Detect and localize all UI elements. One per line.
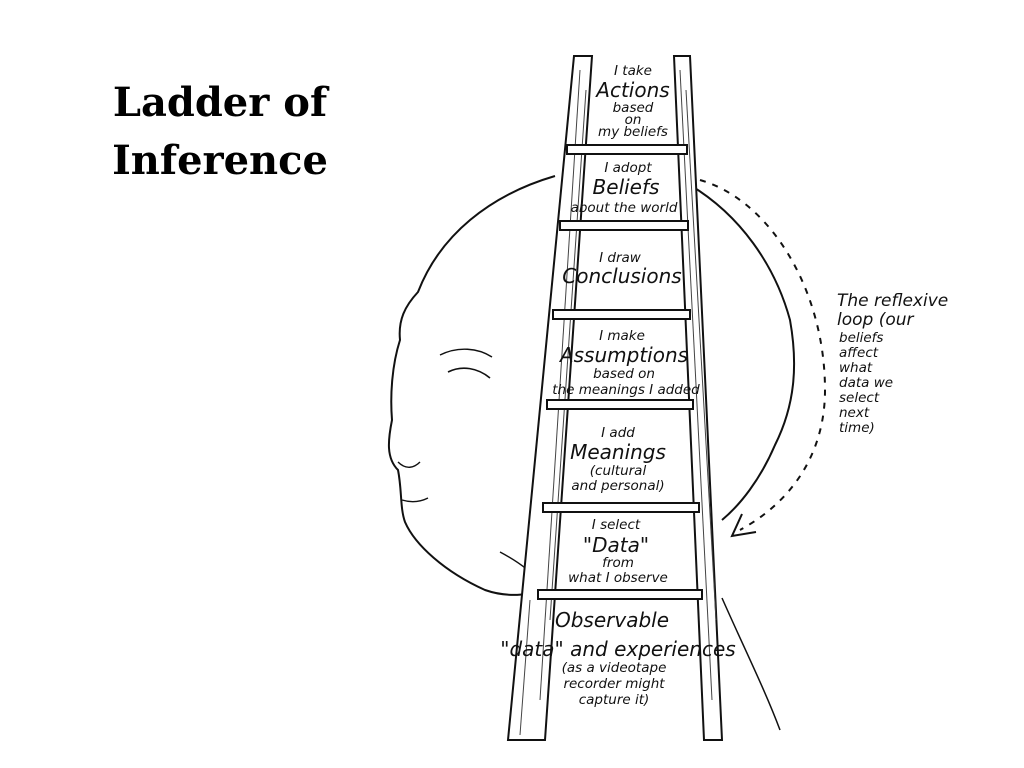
loop-line-7: select xyxy=(839,390,880,406)
rung-beliefs-line-1: I adopt xyxy=(604,160,652,176)
rung-meanings-line-4: and personal) xyxy=(571,478,664,494)
rung-meanings-line-2: Meanings xyxy=(570,440,666,464)
rung-actions-line-3: based xyxy=(613,100,654,116)
loop-line-8: next xyxy=(839,405,870,421)
head-crown xyxy=(689,184,796,521)
mouth-mark xyxy=(401,497,429,503)
rung-conclusions: I draw Conclusions xyxy=(562,250,681,288)
loop-line-6: data we xyxy=(839,375,893,391)
loop-line-2: loop (our xyxy=(837,310,915,330)
rung-data-line-3: from xyxy=(602,555,634,571)
rung-assumptions-line-4: the meanings I added xyxy=(552,382,700,398)
nostril-mark xyxy=(397,461,421,468)
loop-line-9: time) xyxy=(839,420,875,436)
loop-line-1: The reflexive xyxy=(837,291,948,311)
rung-beliefs-line-2: Beliefs xyxy=(593,175,660,199)
rung-meanings: I add Meanings (cultural and personal) xyxy=(570,425,666,494)
reflexive-loop-label: The reflexive loop (our beliefs affect w… xyxy=(837,291,948,436)
slide-title: Ladder of Inference xyxy=(60,74,380,190)
reflexive-loop-arrowhead xyxy=(730,513,757,538)
rung-observable-line-4: recorder might xyxy=(563,676,665,692)
rung-observable: Observable "data" and experiences (as a … xyxy=(500,608,735,708)
brow-mark xyxy=(439,348,493,358)
rung-observable-line-5: capture it) xyxy=(579,692,650,708)
rung-assumptions-line-3: based on xyxy=(593,366,655,382)
loop-line-3: beliefs xyxy=(839,330,883,346)
rung-data-line-1: I select xyxy=(592,517,641,533)
loop-line-5: what xyxy=(839,360,873,376)
rung-beliefs-line-3: about the world xyxy=(571,200,678,216)
rung-assumptions-line-1: I make xyxy=(599,328,645,344)
rung-conclusions-line-1: I draw xyxy=(599,250,642,266)
rung-meanings-line-1: I add xyxy=(601,425,635,441)
rung-data: I select "Data" from what I observe xyxy=(568,517,668,586)
title-line-1: Ladder of xyxy=(112,79,328,126)
rung-observable-line-2: "data" and experiences xyxy=(500,637,735,661)
rung-data-line-4: what I observe xyxy=(568,570,668,586)
rung-actions-line-5: my beliefs xyxy=(598,124,668,140)
neck-line xyxy=(721,597,781,731)
rung-conclusions-line-2: Conclusions xyxy=(562,264,681,288)
ladder-rungs xyxy=(537,144,703,600)
rung-actions-line-4: on xyxy=(625,112,642,128)
rung-beliefs: I adopt Beliefs about the world xyxy=(571,160,678,216)
rung-meanings-line-3: (cultural xyxy=(590,463,647,479)
rung-actions: I take Actions based on my beliefs xyxy=(594,63,669,140)
rung-assumptions: I make Assumptions based on the meanings… xyxy=(552,328,700,398)
rung-observable-line-1: Observable xyxy=(555,608,669,632)
rung-observable-line-3: (as a videotape xyxy=(562,660,667,676)
eye-mark xyxy=(447,367,491,379)
rung-actions-line-2: Actions xyxy=(594,78,669,102)
title-line-2: Inference xyxy=(112,137,328,184)
rung-assumptions-line-2: Assumptions xyxy=(558,343,688,367)
rung-data-line-2: "Data" xyxy=(583,533,649,557)
loop-line-4: affect xyxy=(839,345,879,361)
head-profile xyxy=(387,175,556,596)
rung-actions-line-1: I take xyxy=(614,63,652,79)
reflexive-loop-arrow xyxy=(699,179,827,531)
